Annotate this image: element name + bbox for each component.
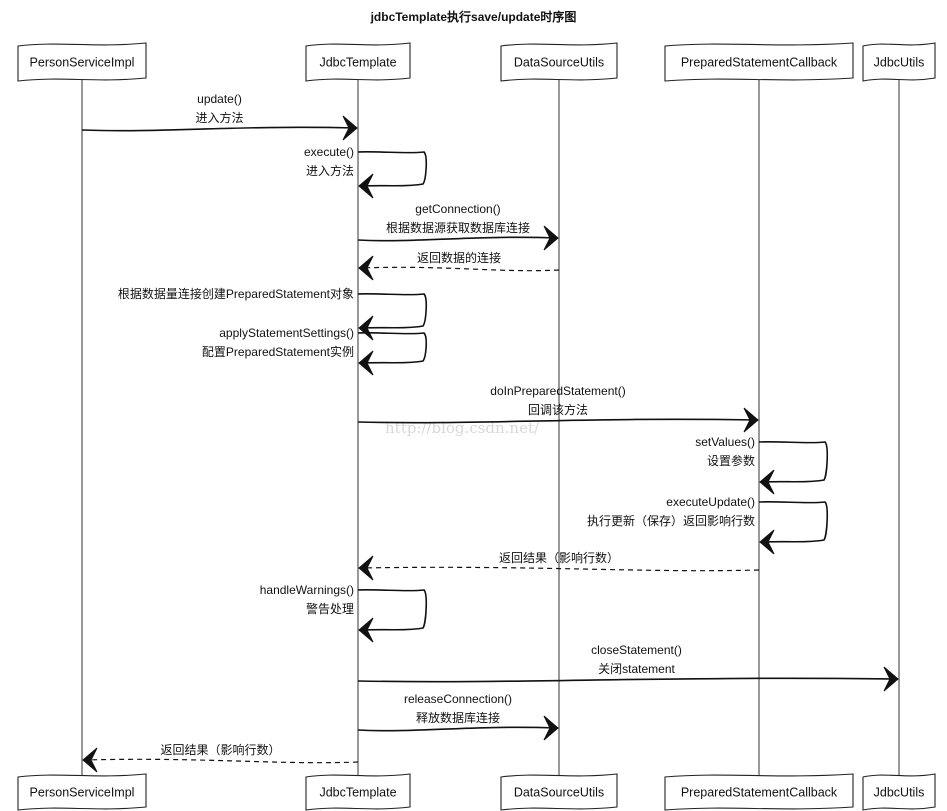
message-label: 返回数据的连接 (417, 250, 501, 265)
participant-jt-bottom: JdbcTemplate (305, 773, 411, 811)
participant-ju-top: JdbcUtils (862, 42, 936, 82)
message-6: doInPreparedStatement() 回调该方法 (357, 384, 759, 433)
arrowhead-icon (82, 747, 98, 773)
message-7: setValues() 设置参数 (695, 435, 829, 495)
participant-psi-top: PersonServiceImpl (17, 42, 147, 82)
message-label: setValues() (695, 435, 755, 449)
call-line (357, 677, 899, 683)
message-4: 根据数据量连接创建PreparedStatement对象 (118, 286, 428, 341)
message-9: 返回结果（影响行数） (358, 550, 760, 581)
message-10: handleWarnings() 警告处理 (260, 583, 428, 643)
arrowhead-icon (358, 255, 374, 281)
participant-box (305, 42, 411, 82)
message-label: 配置PreparedStatement实例 (202, 344, 354, 359)
message-2: getConnection() 根据数据源获取数据库连接 (357, 202, 559, 251)
message-12: releaseConnection() 释放数据库连接 (357, 692, 559, 741)
message-label: 执行更新（保存）返回影响行数 (587, 513, 755, 528)
participant-box (500, 773, 618, 811)
message-label: getConnection() (415, 202, 500, 216)
arrowhead-icon (743, 407, 759, 433)
arrowhead-icon (883, 666, 899, 692)
arrowhead-icon (358, 350, 374, 376)
participant-label: PersonServiceImpl (30, 56, 135, 70)
message-label: 释放数据库连接 (416, 710, 500, 725)
arrowhead-icon (358, 617, 374, 643)
message-0: update() 进入方法 (81, 92, 358, 141)
call-line (81, 126, 358, 132)
return-line (82, 758, 359, 764)
arrowhead-icon (358, 173, 374, 199)
arrowhead-icon (759, 529, 775, 555)
message-label: closeStatement() (591, 643, 682, 657)
participant-box (664, 42, 854, 82)
participant-box (305, 773, 411, 811)
message-3: 返回数据的连接 (358, 250, 560, 281)
participant-label: PersonServiceImpl (30, 786, 135, 800)
participant-dsu-top: DataSourceUtils (500, 42, 618, 82)
participant-label: DataSourceUtils (514, 786, 604, 800)
message-label: 返回结果（影响行数） (499, 550, 619, 565)
message-11: closeStatement() 关闭statement (357, 643, 899, 692)
message-label: 进入方法 (195, 110, 243, 125)
call-line (357, 726, 559, 732)
participant-label: JdbcUtils (874, 786, 925, 800)
message-label: update() (197, 92, 242, 106)
participant-label: DataSourceUtils (514, 56, 604, 70)
message-8: executeUpdate() 执行更新（保存）返回影响行数 (587, 495, 829, 555)
self-call-line (758, 501, 829, 543)
arrowhead-icon (358, 315, 374, 341)
participant-label: PreparedStatementCallback (681, 786, 838, 800)
message-5: applyStatementSettings() 配置PreparedStatem… (202, 326, 428, 376)
message-label: 根据数据量连接创建PreparedStatement对象 (118, 286, 354, 301)
self-call-line (357, 293, 428, 329)
message-label: 进入方法 (306, 163, 354, 178)
participant-label: JdbcUtils (874, 56, 925, 70)
message-1: execute() 进入方法 (304, 145, 428, 199)
message-label: executeUpdate() (666, 495, 755, 509)
return-line (358, 566, 760, 572)
message-label: doInPreparedStatement() (490, 384, 625, 398)
call-line (357, 236, 559, 242)
return-line (358, 266, 560, 272)
message-label: 设置参数 (707, 453, 755, 468)
participant-box (862, 773, 936, 811)
self-call-line (758, 441, 829, 483)
message-label: execute() (304, 145, 354, 159)
participant-jt-top: JdbcTemplate (305, 42, 411, 82)
message-label: handleWarnings() (260, 583, 354, 597)
participant-label: PreparedStatementCallback (681, 56, 838, 70)
message-label: 关闭statement (598, 662, 675, 676)
participant-box (500, 42, 618, 82)
participant-label: JdbcTemplate (319, 786, 396, 800)
arrowhead-icon (759, 469, 775, 495)
message-label: 根据数据源获取数据库连接 (386, 220, 530, 235)
participant-ju-bottom: JdbcUtils (862, 773, 936, 811)
arrowhead-icon (543, 225, 559, 251)
participant-box (17, 773, 147, 811)
participant-psc-bottom: PreparedStatementCallback (664, 773, 854, 811)
arrowhead-icon (358, 555, 374, 581)
participant-psc-top: PreparedStatementCallback (664, 42, 854, 82)
message-label: releaseConnection() (404, 692, 512, 706)
self-call-line (357, 332, 428, 364)
participant-box (862, 42, 936, 82)
message-label: 返回结果（影响行数） (160, 742, 280, 757)
diagram-title: jdbcTemplate执行save/update时序图 (370, 10, 577, 24)
participant-dsu-bottom: DataSourceUtils (500, 773, 618, 811)
participant-label: JdbcTemplate (319, 56, 396, 70)
self-call-line (357, 589, 428, 631)
arrowhead-icon (543, 715, 559, 741)
arrowhead-icon (342, 115, 358, 141)
call-line (357, 418, 759, 424)
message-label: 警告处理 (306, 601, 354, 616)
participant-psi-bottom: PersonServiceImpl (17, 773, 147, 811)
participant-box (17, 42, 147, 82)
self-call-line (357, 151, 428, 187)
message-label: 回调该方法 (528, 402, 588, 417)
message-label: applyStatementSettings() (219, 326, 354, 340)
message-13: 返回结果（影响行数） (82, 742, 359, 773)
participant-box (664, 773, 854, 811)
watermark-text: http://blog.csdn.net/ (385, 419, 540, 437)
